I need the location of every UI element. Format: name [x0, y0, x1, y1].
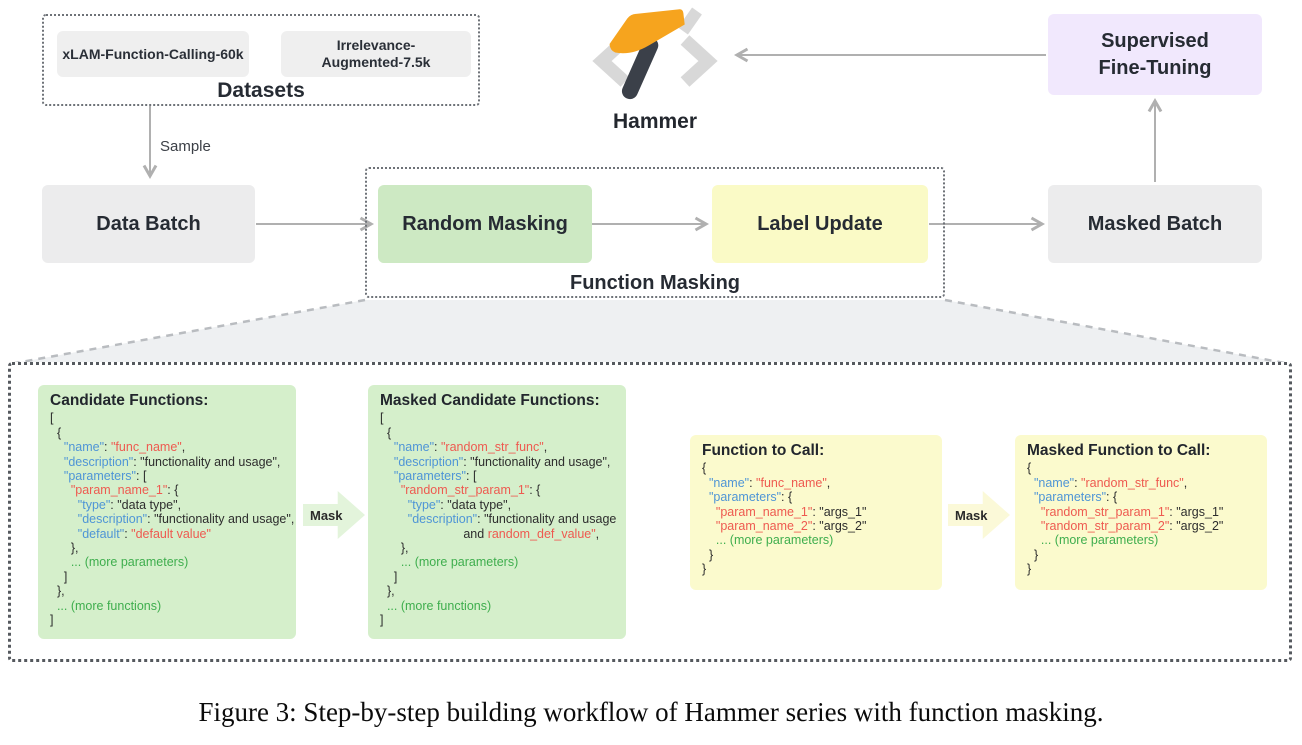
sft-node-label: Supervised Fine-Tuning: [1098, 29, 1212, 79]
mask-arrow: Mask: [303, 491, 365, 539]
data-batch-node: Data Batch: [42, 185, 255, 263]
dataset-chip-label: Irrelevance-Augmented-7.5k: [321, 37, 431, 70]
datasets-label: Datasets: [217, 79, 305, 102]
datasets-group: xLAM-Function-Calling-60k Irrelevance-Au…: [42, 14, 480, 106]
panel-title: Function to Call:: [702, 442, 825, 459]
masked-batch-node: Masked Batch: [1048, 185, 1262, 263]
mask-arrow-label: Mask: [310, 507, 343, 523]
data-batch-label: Data Batch: [96, 212, 201, 235]
mask-arrow: Mask: [948, 491, 1010, 539]
panel-title: Masked Candidate Functions:: [380, 392, 600, 409]
label-update-label: Label Update: [757, 212, 883, 235]
hammer-logo-icon: [592, 7, 718, 100]
masked-function-to-call-panel: Masked Function to Call: { "name": "rand…: [1015, 435, 1267, 590]
masked-candidate-functions-panel: Masked Candidate Functions: [ { "name": …: [368, 385, 626, 639]
panel-title: Candidate Functions:: [50, 392, 209, 409]
sft-node: Supervised Fine-Tuning: [1048, 14, 1262, 95]
dataset-chip-irrelevance: Irrelevance-Augmented-7.5k: [281, 31, 471, 77]
code-block: { "name": "random_str_func", "parameters…: [1027, 461, 1224, 577]
candidate-functions-panel: Candidate Functions: [ { "name": "func_n…: [38, 385, 296, 639]
mask-arrow-label: Mask: [955, 507, 988, 523]
code-block: [ { "name": "func_name", "description": …: [50, 411, 295, 628]
dataset-chip-label: xLAM-Function-Calling-60k: [62, 45, 244, 62]
sample-arrow-label: Sample: [160, 138, 211, 155]
code-block: { "name": "func_name", "parameters": { "…: [702, 461, 867, 577]
function-masking-detail-panel: Candidate Functions: [ { "name": "func_n…: [8, 362, 1292, 662]
panel-title: Masked Function to Call:: [1027, 442, 1211, 459]
function-to-call-panel: Function to Call: { "name": "func_name",…: [690, 435, 942, 590]
masked-batch-label: Masked Batch: [1087, 212, 1223, 235]
code-block: [ { "name": "random_str_func", "descript…: [380, 411, 617, 628]
dataset-chip-xlam: xLAM-Function-Calling-60k: [57, 31, 249, 77]
hammer-icon: [609, 9, 685, 100]
funnel-connector: [9, 298, 1291, 366]
random-masking-label: Random Masking: [402, 212, 568, 235]
figure-caption: Figure 3: Step-by-step building workflow…: [198, 697, 1104, 727]
random-masking-node: Random Masking: [378, 185, 592, 263]
hammer-label: Hammer: [612, 110, 698, 133]
label-update-node: Label Update: [712, 185, 928, 263]
code-brackets-icon: [592, 7, 718, 87]
function-masking-label: Function Masking: [570, 272, 740, 294]
function-masking-group: Function Masking: [365, 167, 945, 298]
